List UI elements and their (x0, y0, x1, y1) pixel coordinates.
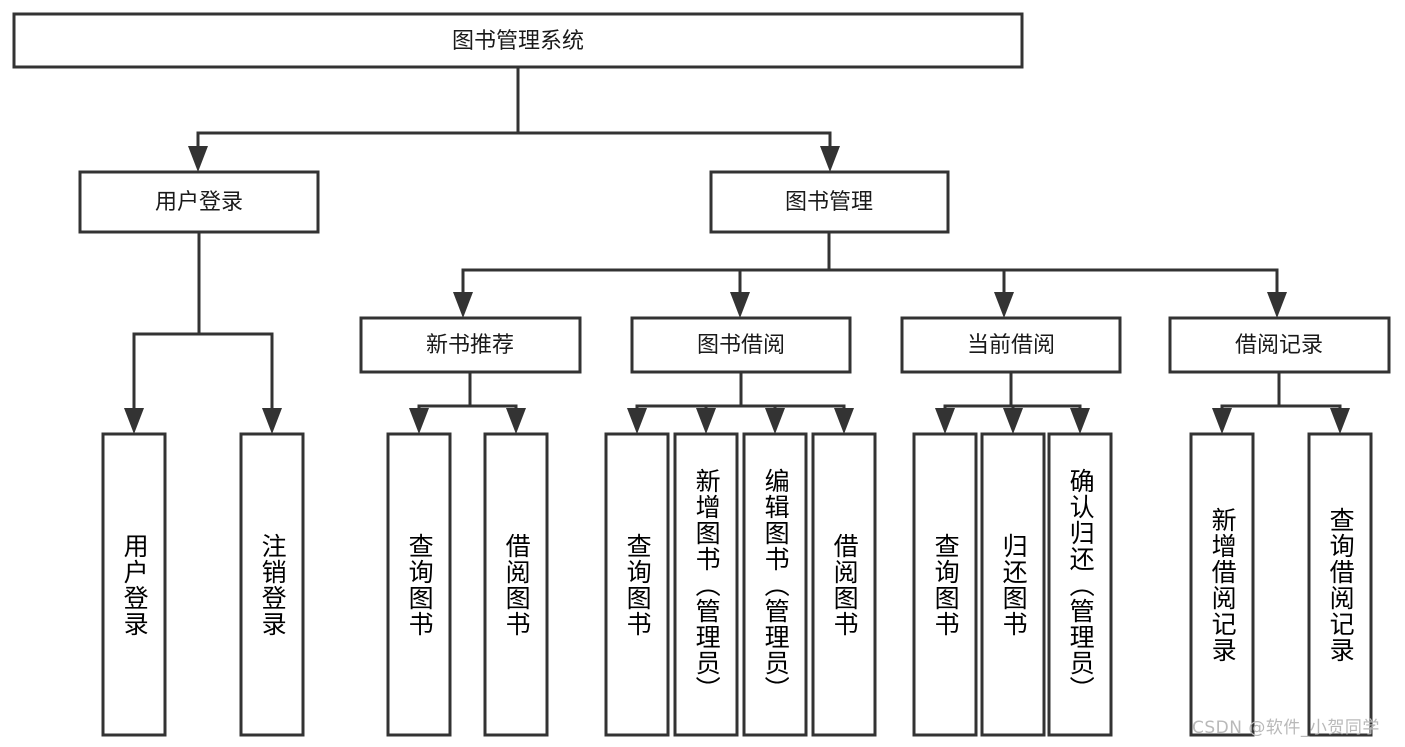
arrowhead-to-leaf-add-record (1212, 408, 1232, 434)
arrowhead-to-borrow-record (1267, 292, 1287, 318)
leaf-box-add-record[interactable] (1189, 432, 1255, 737)
node-book-borrow-box[interactable] (630, 316, 852, 374)
arrowhead-to-leaf-user-login (124, 408, 144, 434)
node-book-borrow-label: 图书借阅 (697, 333, 785, 358)
arrowhead-to-book-borrow (730, 292, 750, 318)
node-borrow-record[interactable]: 借阅记录 (1168, 316, 1391, 374)
leaf-box-edit-book[interactable] (742, 432, 808, 737)
leaf-box-borrow-book-2[interactable] (811, 432, 877, 737)
arrowhead-to-leaf-edit-book (765, 408, 785, 434)
node-root-box[interactable] (12, 12, 1024, 69)
node-current-borrow[interactable]: 当前借阅 (900, 316, 1122, 374)
arrowhead-to-new-book-recommend (453, 292, 473, 318)
arrowhead-to-leaf-return-book (1003, 408, 1023, 434)
arrowhead-to-user-login (188, 146, 208, 172)
arrowhead-to-leaf-logout-login (262, 408, 282, 434)
leaf-box-add-book[interactable] (673, 432, 739, 737)
node-book-management-label: 图书管理 (785, 190, 873, 215)
arrowhead-to-leaf-borrow-book-1 (506, 408, 526, 434)
node-book-borrow[interactable]: 图书借阅 (630, 316, 852, 374)
arrowhead-to-leaf-borrow-book-2 (834, 408, 854, 434)
leaf-box-query-record[interactable] (1307, 432, 1373, 737)
leaf-box-return-book[interactable] (980, 432, 1046, 737)
leaf-box-borrow-book-1[interactable] (483, 432, 549, 737)
node-current-borrow-box[interactable] (900, 316, 1122, 374)
node-root-label: 图书管理系统 (452, 29, 584, 54)
arrowhead-to-leaf-query-book-2 (627, 408, 647, 434)
node-root[interactable]: 图书管理系统 (12, 12, 1024, 69)
node-new-book-recommend-label: 新书推荐 (426, 333, 514, 358)
leaf-box-query-book-2[interactable] (604, 432, 670, 737)
leaf-box-query-book-3[interactable] (912, 432, 978, 737)
arrowhead-to-leaf-confirm-return (1070, 408, 1090, 434)
node-book-management[interactable]: 图书管理 (709, 170, 950, 234)
arrowhead-to-current-borrow (994, 292, 1014, 318)
csdn-watermark: CSDN @软件_小贺同学 (1192, 718, 1380, 738)
node-new-book-recommend[interactable]: 新书推荐 (359, 316, 582, 374)
leaf-box-confirm-return[interactable] (1047, 432, 1113, 737)
node-borrow-record-box[interactable] (1168, 316, 1391, 374)
node-user-login-label: 用户登录 (155, 190, 243, 215)
arrowhead-to-leaf-add-book (696, 408, 716, 434)
arrowhead-to-leaf-query-book-1 (409, 408, 429, 434)
node-borrow-record-label: 借阅记录 (1235, 333, 1323, 358)
arrowhead-to-book-management (820, 146, 840, 172)
node-book-management-box[interactable] (709, 170, 950, 234)
node-user-login[interactable]: 用户登录 (78, 170, 320, 234)
arrowhead-to-leaf-query-record (1330, 408, 1350, 434)
leaf-box-query-book-1[interactable] (386, 432, 452, 737)
arrowhead-to-leaf-query-book-3 (935, 408, 955, 434)
leaf-box-user-login[interactable] (101, 432, 167, 737)
node-current-borrow-label: 当前借阅 (967, 333, 1055, 358)
node-new-book-recommend-box[interactable] (359, 316, 582, 374)
leaf-box-logout-login[interactable] (239, 432, 305, 737)
